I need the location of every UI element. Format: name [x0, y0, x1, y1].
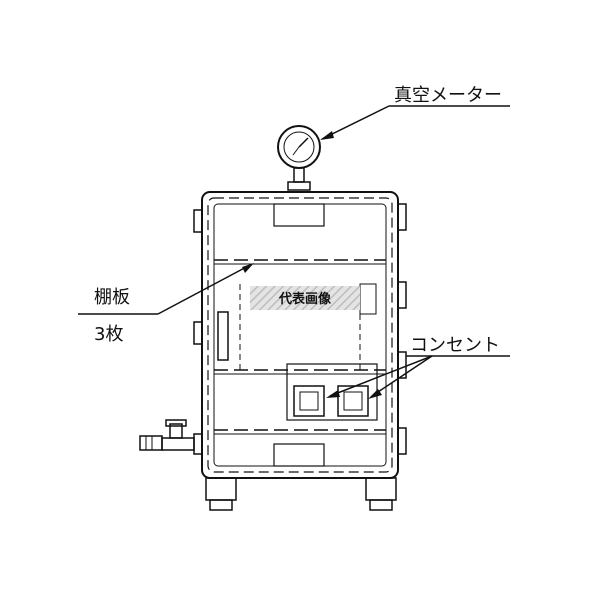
representative-image-band: 代表画像: [250, 286, 360, 310]
vacuum-meter-callout: 真空メーター: [320, 85, 510, 140]
right-fittings: [397, 203, 407, 455]
valve-fitting: [139, 419, 203, 455]
door-handle: [217, 311, 229, 361]
feet: [205, 477, 397, 511]
outlet-panel: [286, 363, 378, 421]
outlet-label: コンセント: [410, 335, 500, 356]
chamber-body: [201, 191, 399, 479]
vacuum-gauge: [277, 125, 321, 191]
representative-image-label: 代表画像: [278, 291, 332, 307]
shelf-label: 棚板: [94, 287, 130, 308]
vacuum-meter-label: 真空メーター: [394, 85, 502, 106]
outlet-callout: コンセント: [326, 335, 510, 399]
left-hinges: [193, 209, 203, 345]
shelf-callout: 棚板 3枚: [78, 263, 254, 345]
shelf-count-label: 3枚: [94, 324, 123, 345]
